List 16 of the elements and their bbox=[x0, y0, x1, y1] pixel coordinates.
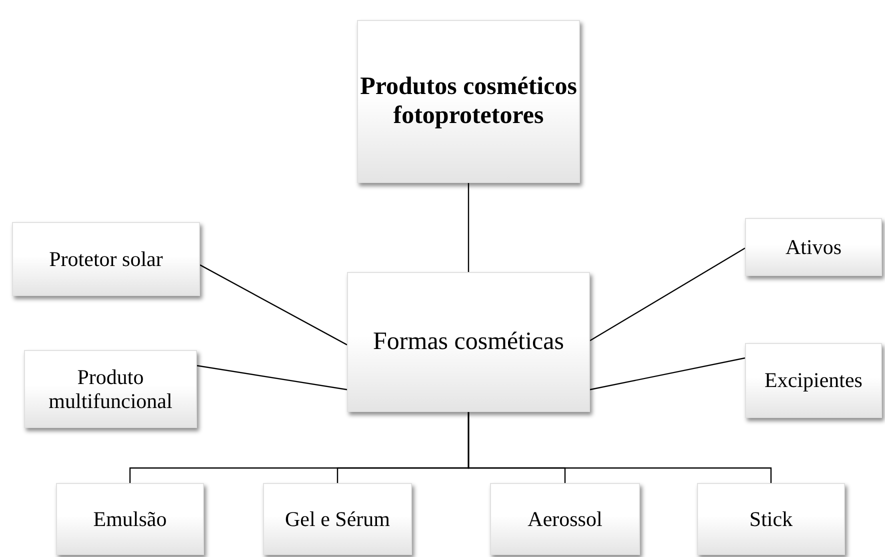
connector-line bbox=[590, 248, 746, 342]
connector-line bbox=[468, 412, 772, 483]
text-box: Excipientes bbox=[745, 343, 882, 418]
text-box: Ativos bbox=[745, 218, 882, 276]
text-box: Formas cosméticas bbox=[347, 272, 590, 412]
connector-line bbox=[468, 183, 470, 272]
text-box: Emulsão bbox=[56, 483, 204, 555]
text-box: Stick bbox=[697, 483, 845, 555]
text-box: Protetor solar bbox=[12, 222, 200, 296]
text-box: Gel e Sérum bbox=[263, 483, 412, 555]
connector-line bbox=[200, 264, 348, 346]
text-box: Aerossol bbox=[490, 483, 640, 555]
text-box: Produtos cosméticos fotoprotetores bbox=[357, 20, 580, 183]
connector-line bbox=[590, 357, 746, 390]
text-box: Produto multifuncional bbox=[24, 350, 197, 428]
connector-line bbox=[196, 365, 348, 390]
